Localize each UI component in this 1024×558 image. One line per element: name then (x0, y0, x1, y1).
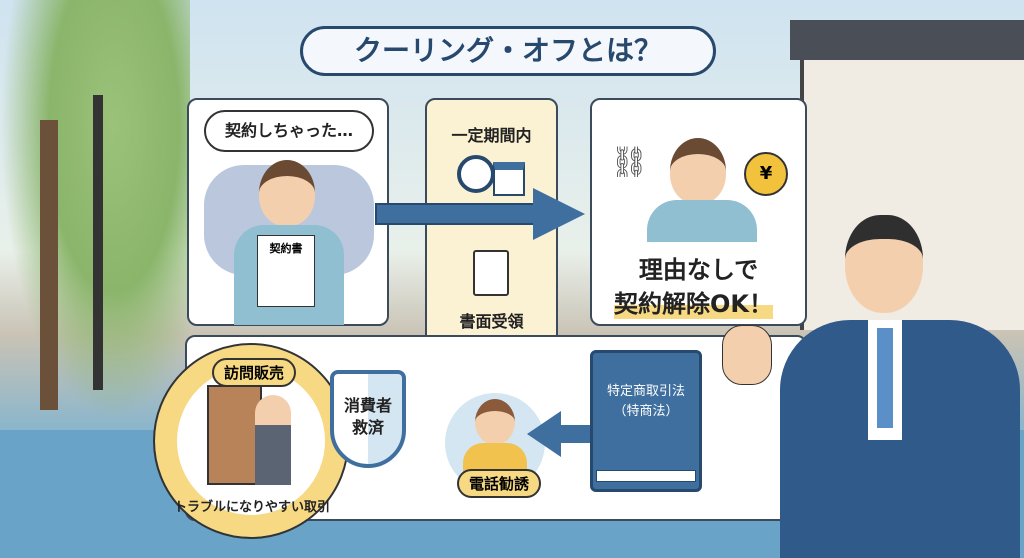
card-result: ⛓ ¥ 理由なしで 契約解除OK！ (590, 98, 807, 326)
woman-on-phone (475, 399, 515, 445)
broken-chain-icon: ⛓ (610, 145, 649, 180)
happy-man (670, 138, 726, 204)
arrow-right-head (533, 188, 585, 240)
shield-line1: 消費者 (343, 396, 392, 415)
law-book-pages (596, 470, 696, 482)
shield-line2: 救済 (351, 418, 384, 437)
law-abbrev: （特商法） (613, 404, 679, 419)
shield-icon (330, 370, 406, 468)
ring-caption: トラブルになりやすい取引 (173, 500, 330, 515)
pointing-hand (722, 325, 772, 385)
result-line1: 理由なしで (638, 256, 759, 284)
law-title: 特定商取引法 (606, 384, 685, 399)
arrow-right (375, 203, 535, 225)
presenter-tie (877, 328, 893, 428)
tree-trunk (40, 120, 58, 410)
door-icon (207, 385, 262, 485)
thought-bubble: 契約しちゃった… (204, 110, 374, 152)
presenter-head (845, 215, 923, 313)
door-sales-badge: 訪問販売 (212, 358, 297, 387)
result-line2: 契約解除OK！ (614, 284, 773, 319)
period-label: 一定期間内 (451, 126, 532, 145)
page-title: クーリング・オフとは？ (300, 26, 716, 76)
law-book (590, 350, 702, 492)
calendar-icon (493, 162, 525, 196)
woman-body (463, 443, 527, 473)
worried-man (259, 160, 315, 226)
document-icon (473, 250, 509, 296)
contract-paper: 契約書 (257, 235, 315, 307)
card-contracted: 契約しちゃった… 契約書 (187, 98, 389, 326)
phone-sales-badge: 電話勧誘 (457, 469, 542, 498)
receipt-label: 書面受領 (459, 312, 524, 331)
storehouse-roof (790, 20, 1024, 60)
salesman (255, 395, 291, 485)
clock-icon (457, 155, 495, 193)
man-body (647, 200, 757, 242)
street-lamp (93, 95, 103, 390)
arrow-left-head (527, 411, 561, 457)
money-bag-icon: ¥ (744, 152, 788, 196)
